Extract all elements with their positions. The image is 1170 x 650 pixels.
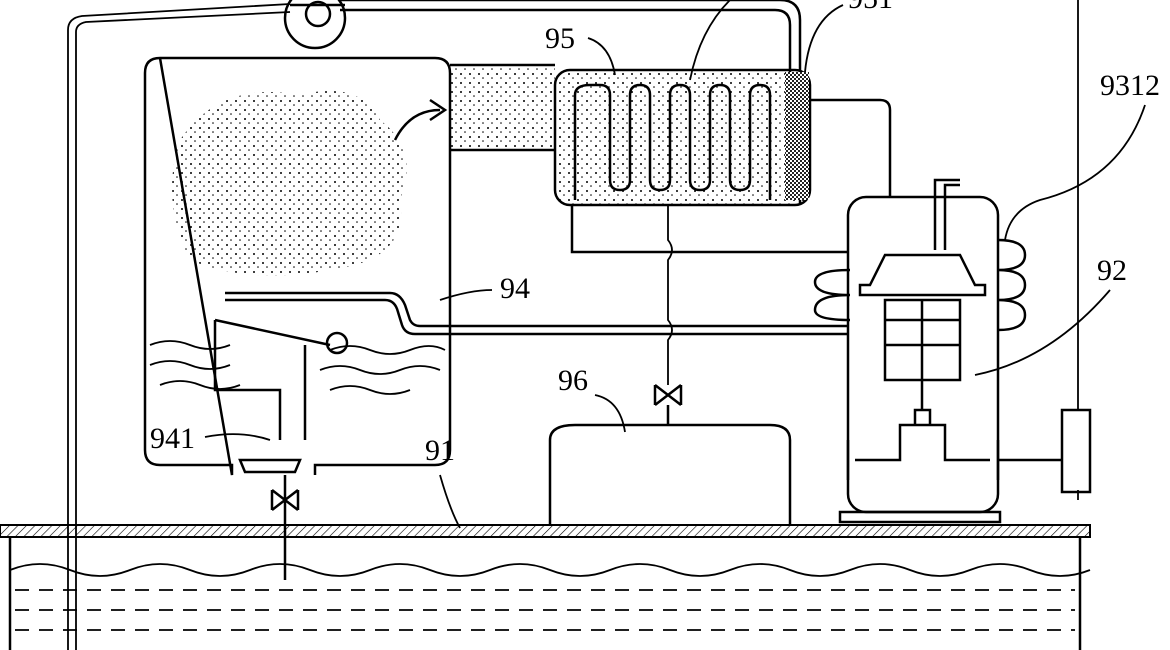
valve-icon — [653, 384, 683, 425]
filter — [785, 72, 809, 200]
water-waves — [149, 340, 446, 395]
condenser — [553, 68, 812, 207]
label-91: 91 — [425, 434, 455, 467]
label-9312: 9312 — [1100, 69, 1160, 102]
duct-fill — [450, 65, 555, 150]
chamber — [143, 56, 850, 476]
label-94: 94 — [500, 272, 530, 305]
sensor — [1060, 408, 1092, 494]
leader-lines — [204, 0, 1146, 529]
fan-pipe — [67, 0, 802, 650]
label-951: 951 — [848, 0, 893, 15]
base-reservoir — [0, 524, 1091, 650]
label-95: 95 — [545, 22, 575, 55]
airflow-arrow-icon — [393, 98, 448, 141]
label-941: 941 — [150, 422, 195, 455]
pipe — [570, 98, 892, 254]
pipe-to-tank — [667, 205, 673, 385]
tank — [548, 423, 792, 525]
compressor — [813, 178, 1027, 524]
label-92: 92 — [1097, 254, 1127, 287]
fan-icon — [283, 0, 347, 50]
label-96: 96 — [558, 364, 588, 397]
mist-cloud — [172, 90, 407, 276]
